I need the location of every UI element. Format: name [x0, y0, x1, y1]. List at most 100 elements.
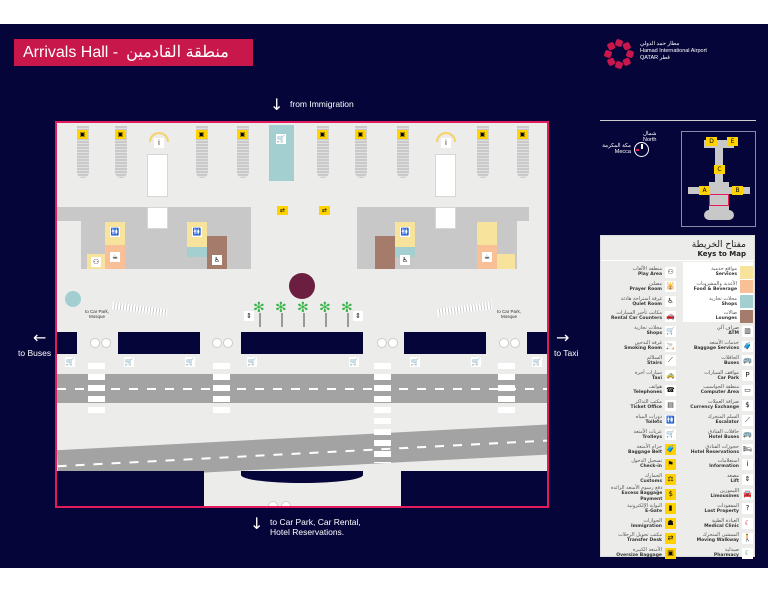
bollard — [212, 338, 222, 348]
legend-label-arabic: مكاتب تأجير السيارات — [616, 310, 662, 317]
desk — [147, 154, 168, 197]
trolley-icon: 🛒 — [532, 357, 542, 367]
palm-tree-icon: ✻ — [297, 300, 309, 316]
swatch-food-beverage — [740, 280, 753, 294]
toilets-icon: 🚻 — [192, 227, 202, 237]
swatch-services — [740, 265, 753, 279]
shop-kiosk — [65, 291, 81, 307]
pier-e: E — [727, 137, 738, 146]
computer-icon: ▭ — [742, 384, 753, 396]
medical-clinic-icon: ☾ — [742, 518, 753, 530]
brand-country: QATAR قطر — [640, 55, 670, 61]
pier-a: A — [699, 186, 710, 195]
legend-label-arabic: مصعد — [726, 473, 739, 480]
bollard — [281, 501, 291, 506]
legend-label-arabic: حافلات الفنادق — [708, 428, 739, 435]
play-area-icon: ⚇ — [91, 257, 101, 267]
arrow-down-icon: ↓ — [270, 95, 284, 114]
smoking-icon: 🚬 — [665, 340, 676, 352]
legend-header: مفتاح الخريطة Keys to Map — [692, 240, 746, 258]
car-park-mosque-label[interactable]: to Car Park, Mosque — [84, 309, 109, 319]
baggage-services-icon: 🧳 — [742, 340, 753, 352]
to-buses-label[interactable]: to Buses — [18, 348, 52, 358]
legend-label-arabic: مواقف السيارات — [704, 369, 739, 376]
legend-label-english: Food & Beverage — [693, 286, 737, 292]
legend-label-english: Services — [715, 272, 737, 277]
swatch-lounges — [740, 309, 753, 323]
pier-c: C — [714, 165, 725, 174]
pharmacy-icon: ☾ — [742, 547, 753, 559]
stairs-icon: ⟋ — [665, 355, 676, 367]
bollard — [388, 338, 398, 348]
legend-label-english: Check-in — [640, 464, 662, 470]
pedestrian-crossing — [213, 363, 230, 418]
baggage-belt-icon: ▣ — [196, 130, 207, 139]
baggage-belt — [115, 126, 127, 178]
currency-exchange-icon: $ — [742, 399, 753, 411]
car-park-mosque-label[interactable]: to Car Park, Mosque — [496, 309, 521, 319]
baggage-belt-icon: ▣ — [317, 130, 328, 139]
baggage-belt — [237, 126, 249, 178]
trolley-icon: 🛒 — [124, 357, 134, 367]
legend-label-arabic: هواتف — [648, 384, 662, 391]
legend-label-english: Shops — [721, 301, 737, 307]
page-title: Arrivals Hall -منطقة القادمين — [14, 39, 253, 66]
legend-label-english: Transfer Desk — [627, 538, 662, 544]
legend-label-english: Immigration — [630, 523, 662, 529]
bollard — [101, 338, 111, 348]
food-icon: ☕ — [110, 252, 120, 262]
trolley-icon: 🛒 — [247, 357, 257, 367]
legend-label-arabic: الأمتعة الكبيرة — [632, 547, 662, 554]
to-taxi-label[interactable]: to Taxi — [554, 348, 579, 358]
transfer-desk-icon: ⇄ — [665, 532, 676, 544]
baggage-belt-icon: ▣ — [115, 130, 126, 139]
legend-label-english: Escalator — [715, 420, 740, 425]
escalator[interactable] — [111, 301, 168, 317]
north-arabic: شمال — [643, 131, 657, 137]
escalator[interactable] — [436, 301, 493, 317]
information-icon: i — [742, 458, 753, 470]
legend-label-arabic: مكتب تحويل الرحلات — [618, 532, 662, 539]
brand-name-arabic: مطار حمد الدولي — [640, 41, 680, 47]
legend-label-english: Rental Car Counters — [610, 316, 662, 322]
bus-icon: 🚌 — [742, 355, 753, 367]
legend-label-arabic: تسجيل الدخول — [631, 458, 662, 465]
telephone-icon: ☎ — [665, 384, 676, 396]
legend-label-arabic: صرافة العملات — [708, 399, 739, 406]
swatch-shops — [740, 295, 753, 309]
oversize-baggage-icon: ▣ — [665, 547, 676, 559]
trolley-icon: 🛒 — [410, 357, 420, 367]
pier-d: D — [706, 137, 717, 146]
bollard — [377, 338, 387, 348]
desk — [435, 207, 456, 229]
legend-label-english: Hotel Buses — [708, 434, 739, 440]
compass-icon — [634, 142, 649, 157]
escalator-icon: ⟋ — [742, 414, 753, 426]
legend-label-arabic: دفع رسوم الأمتعة الزائدة — [610, 485, 663, 491]
baggage-belt — [355, 126, 367, 178]
brand-text: مطار حمد الدولي Hamad International Airp… — [640, 41, 707, 62]
baggage-belt — [397, 126, 409, 178]
airport-logo-icon — [604, 39, 634, 69]
services-area — [497, 254, 515, 269]
arrow-left-icon: ← — [33, 328, 47, 347]
legend-label-english: Baggage Belt — [628, 449, 662, 455]
to-car-park-label[interactable]: to Car Park, Car Rental,Hotel Reservatio… — [270, 517, 361, 537]
terminal-keymap: D E C A B — [681, 131, 756, 227]
trolley-icon: 🛒 — [65, 357, 75, 367]
legend-label-english: Currency Exchange — [690, 405, 739, 411]
baggage-belt-icon: ▣ — [237, 130, 248, 139]
e-gate-icon: ▮ — [665, 503, 676, 515]
baggage-belt-icon: ▣ — [355, 130, 366, 139]
